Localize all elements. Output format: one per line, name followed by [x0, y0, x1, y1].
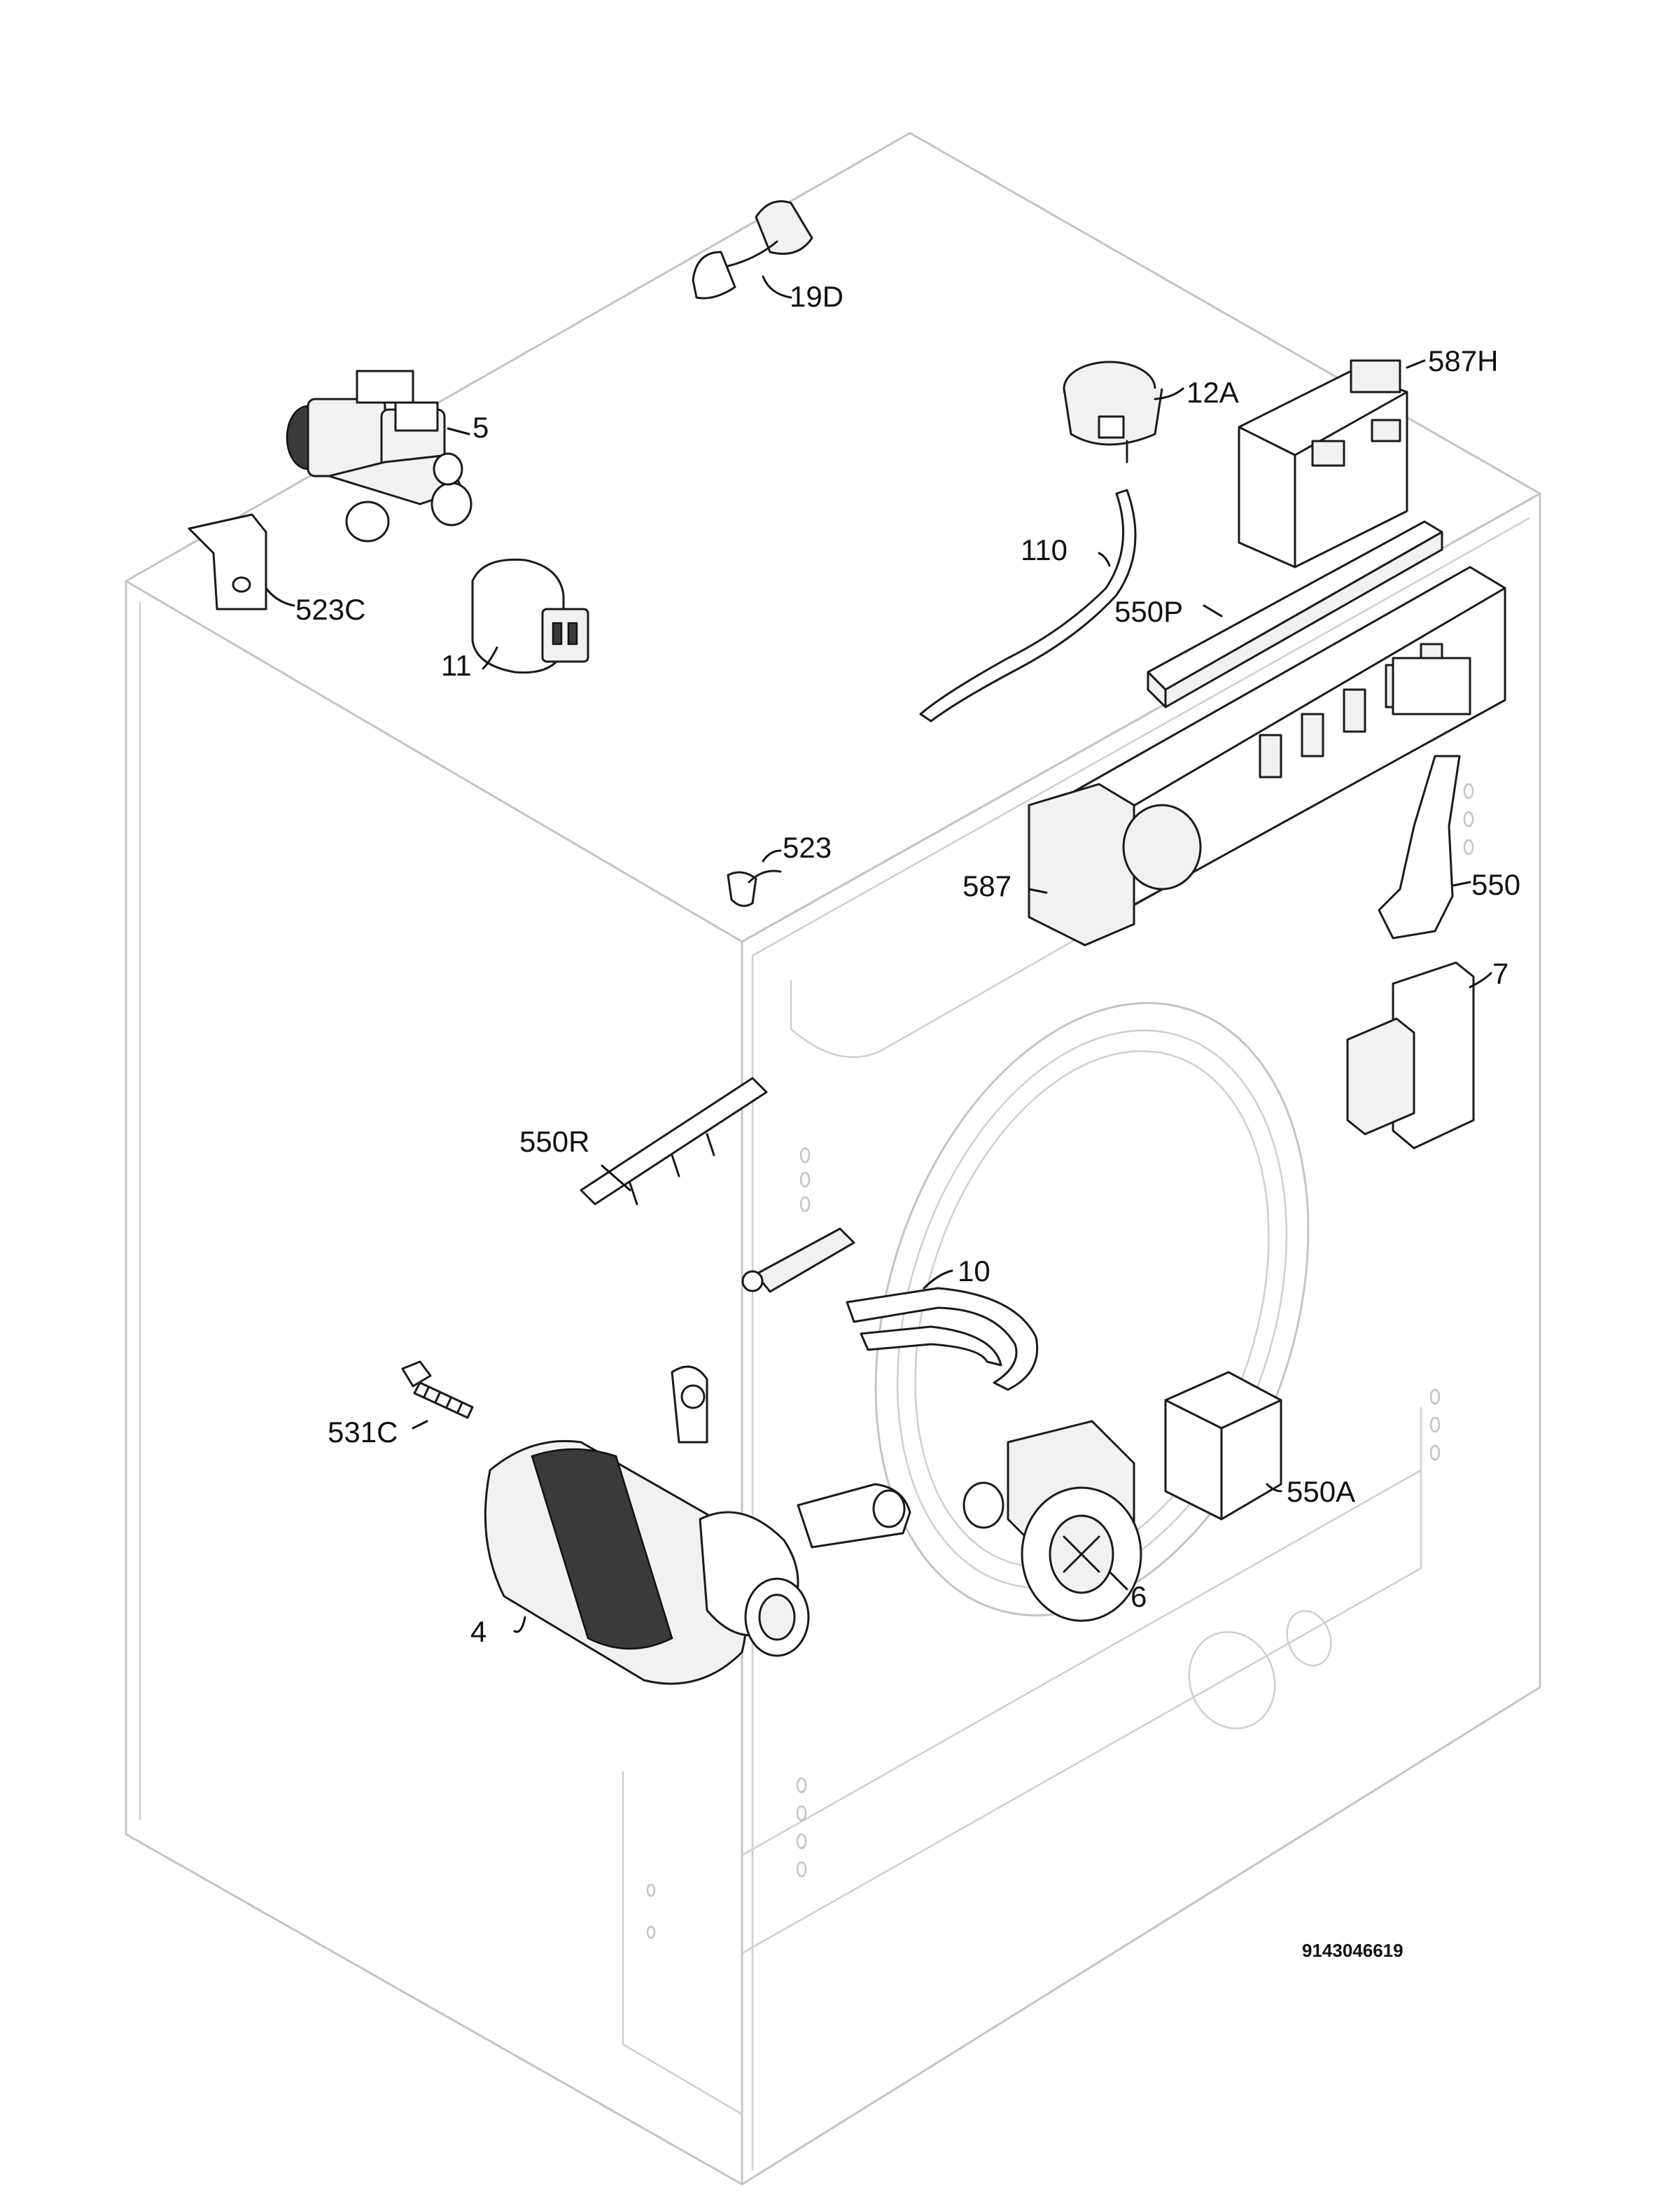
- part-587-control-board: [1028, 566, 1506, 947]
- leader-lines: [265, 275, 1492, 1633]
- board-connectors: [1259, 643, 1443, 779]
- label-587H: 587H: [1428, 344, 1498, 377]
- label-550R: 550R: [519, 1125, 589, 1158]
- part-4-motor: [484, 1365, 911, 1685]
- label-523: 523: [783, 831, 832, 864]
- label-6: 6: [1130, 1580, 1147, 1613]
- label-12A: 12A: [1186, 376, 1239, 409]
- part-523C-bracket: [188, 513, 267, 610]
- label-550: 550: [1471, 868, 1520, 901]
- part-labels: 19D 5 523C 11 12A 587H 110 550P 523 587 …: [295, 280, 1520, 1961]
- part-10-heater: [741, 1227, 1039, 1391]
- part-587H-module: [1238, 359, 1408, 568]
- part-550A-cover: [1164, 1371, 1282, 1521]
- part-11-suppressor: [471, 558, 589, 674]
- part-6-drain-pump: [962, 1420, 1142, 1622]
- label-7: 7: [1492, 957, 1508, 990]
- label-550P: 550P: [1114, 595, 1183, 628]
- label-11: 11: [441, 649, 472, 682]
- label-19D: 19D: [790, 280, 844, 313]
- label-587: 587: [962, 870, 1011, 902]
- label-531C: 531C: [328, 1416, 398, 1448]
- part-7-door-lock: [1346, 961, 1475, 1150]
- part-12A-pressure-switch: [1063, 361, 1163, 463]
- part-550R-bracket: [580, 1077, 768, 1206]
- part-550-lever: [1378, 755, 1461, 940]
- label-110: 110: [1021, 533, 1068, 566]
- part-523-clip: [727, 870, 782, 907]
- drawing-code: 9143046619: [1302, 1940, 1404, 1961]
- label-550A: 550A: [1287, 1475, 1355, 1508]
- part-5-inlet-valve: [286, 370, 472, 543]
- part-110-hose: [919, 489, 1137, 722]
- mounting-holes: [646, 783, 1474, 1939]
- part-550P-keypad-rail: [1147, 520, 1443, 708]
- label-523C: 523C: [295, 593, 365, 626]
- part-19D-grommet: [692, 200, 813, 300]
- label-10: 10: [958, 1255, 990, 1287]
- label-4: 4: [470, 1615, 486, 1648]
- part-531C-screw: [401, 1360, 474, 1419]
- label-5: 5: [472, 411, 489, 444]
